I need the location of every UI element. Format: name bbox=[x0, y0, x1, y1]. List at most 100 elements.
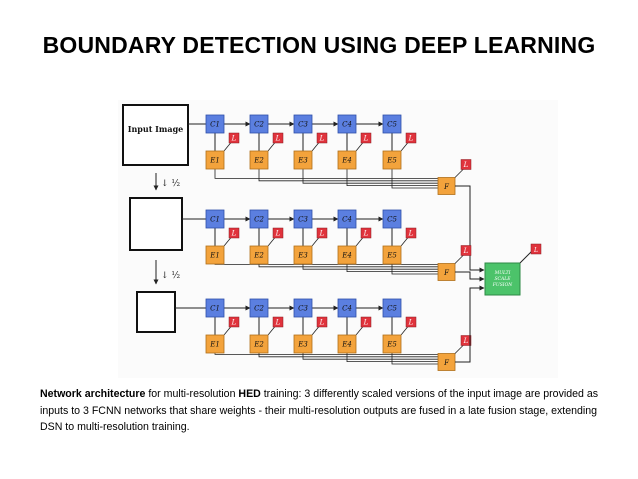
row-1-loss-block-1 bbox=[228, 132, 240, 144]
row-2-fusion-label: F bbox=[443, 269, 450, 277]
row-2-side-output-line-5 bbox=[391, 264, 438, 275]
row-2-edge-label-1: E1 bbox=[209, 252, 220, 260]
row-1-loss-label-1: L bbox=[231, 135, 237, 143]
row-2-loss-label-2: L bbox=[275, 230, 281, 238]
row-2-loss-block-3 bbox=[316, 227, 328, 239]
row-3-loss-block-2 bbox=[272, 316, 284, 328]
quarter-scale-image-box bbox=[136, 291, 176, 333]
row-1-conv-block-3 bbox=[293, 114, 313, 134]
row-3-conv-block-1 bbox=[205, 298, 225, 318]
row-2-conv-label-4: C4 bbox=[342, 216, 352, 224]
caption-bold-1: Network architecture bbox=[40, 388, 146, 400]
multiscale-loss-box bbox=[530, 243, 542, 255]
row-1-loss-label-4: L bbox=[363, 135, 369, 143]
row-3-side-output-line-1 bbox=[214, 353, 438, 355]
row-2-to-multiscale-arrow bbox=[455, 271, 485, 282]
row-2-loss-block-1 bbox=[228, 227, 240, 239]
row-2-loss-label-1: L bbox=[231, 230, 237, 238]
row-1-fusion-loss-link bbox=[454, 168, 465, 178]
row-3-side-output-line-3 bbox=[302, 353, 438, 360]
row-3-edge-block-4 bbox=[337, 334, 357, 354]
row-1-loss-block-5 bbox=[405, 132, 417, 144]
row-3-edge-block-1 bbox=[205, 334, 225, 354]
row-1-conv-block-5 bbox=[382, 114, 402, 134]
row-2-fusion-loss-block bbox=[460, 245, 472, 256]
row-3-fusion-label: F bbox=[443, 359, 450, 367]
row-2-loss-label-4: L bbox=[363, 230, 369, 238]
row-2-loss-label-3: L bbox=[319, 230, 325, 238]
row-3-loss-block-5 bbox=[405, 316, 417, 328]
row-3-loss-label-1: L bbox=[231, 319, 237, 327]
input-image-box bbox=[122, 104, 189, 166]
row-3-loss-block-3 bbox=[316, 316, 328, 328]
row-2-edge-block-3 bbox=[293, 245, 313, 265]
row-3-conv-label-3: C3 bbox=[298, 305, 308, 313]
row-1-conv-label-1: C1 bbox=[210, 121, 220, 129]
row-3-fusion-loss-block bbox=[460, 335, 472, 346]
row-1-conv-block-1 bbox=[205, 114, 225, 134]
row-1-loss-block-3 bbox=[316, 132, 328, 144]
row-1-fusion-loss-block bbox=[460, 159, 472, 170]
row-1-side-output-line-1 bbox=[214, 169, 438, 179]
row-1-edge-label-3: E3 bbox=[297, 157, 308, 165]
row-1-edge-label-1: E1 bbox=[209, 157, 220, 165]
multiscale-label-line-1: MULTI bbox=[494, 270, 511, 276]
row-1-conv-block-4 bbox=[337, 114, 357, 134]
row-2-side-output-line-2 bbox=[258, 264, 438, 268]
row-1-conv-label-5: C5 bbox=[387, 121, 397, 129]
row-1-fusion-label: F bbox=[443, 183, 450, 191]
row-3-edge-label-5: E5 bbox=[386, 341, 397, 349]
row-2-edge-label-5: E5 bbox=[386, 252, 397, 260]
row-3-loss-label-4: L bbox=[363, 319, 369, 327]
row-1-loss-label-3: L bbox=[319, 135, 325, 143]
multiscale-loss-link bbox=[519, 250, 533, 264]
row-1-edge-block-2 bbox=[249, 150, 269, 170]
row-3-side-output-line-5 bbox=[391, 353, 438, 365]
figure-caption: Network architecture for multi-resolutio… bbox=[40, 386, 610, 436]
caption-text-2: training: 3 differently scaled versions … bbox=[40, 388, 599, 433]
row-1-conv-label-4: C4 bbox=[342, 121, 352, 129]
row-3-fusion-loss-label: L bbox=[463, 337, 469, 345]
row-2-edge-label-4: E4 bbox=[341, 252, 352, 260]
row-1-loss-block-4 bbox=[360, 132, 372, 144]
row-1-edge-block-1 bbox=[205, 150, 225, 170]
row-1-edge-block-4 bbox=[337, 150, 357, 170]
row-3-conv-block-2 bbox=[249, 298, 269, 318]
row-2-edge-block-4 bbox=[337, 245, 357, 265]
row-3-loss-label-5: L bbox=[408, 319, 414, 327]
row-2-loss-block-2 bbox=[272, 227, 284, 239]
row-3-loss-label-3: L bbox=[319, 319, 325, 327]
row-1-edge-label-5: E5 bbox=[386, 157, 397, 165]
row-3-loss-block-4 bbox=[360, 316, 372, 328]
row-1-side-output-line-5 bbox=[391, 169, 438, 189]
row-1-edge-block-3 bbox=[293, 150, 313, 170]
half-scale-image-box bbox=[129, 197, 183, 251]
downscale-label-2: ↓ ½ bbox=[161, 270, 180, 281]
row-3-edge-label-3: E3 bbox=[297, 341, 308, 349]
row-3-conv-block-5 bbox=[382, 298, 402, 318]
row-2-fusion-loss-label: L bbox=[463, 247, 469, 255]
row-2-side-output-line-4 bbox=[346, 264, 438, 273]
caption-bold-2: HED bbox=[238, 388, 261, 400]
row-2-conv-label-2: C2 bbox=[254, 216, 264, 224]
row-2-edge-block-2 bbox=[249, 245, 269, 265]
row-2-edge-block-5 bbox=[382, 245, 402, 265]
row-3-loss-block-1 bbox=[228, 316, 240, 328]
row-3-side-output-line-2 bbox=[258, 353, 438, 358]
row-1-side-output-line-2 bbox=[258, 169, 438, 182]
row-2-loss-block-5 bbox=[405, 227, 417, 239]
row-1-side-output-line-4 bbox=[346, 169, 438, 186]
row-3-side-output-line-4 bbox=[346, 353, 438, 363]
caption-text-1: for multi-resolution bbox=[145, 388, 239, 400]
multiscale-fusion-box bbox=[484, 262, 521, 296]
row-1-conv-label-2: C2 bbox=[254, 121, 264, 129]
row-2-conv-block-4 bbox=[337, 209, 357, 229]
row-1-to-multiscale-arrow bbox=[455, 185, 485, 273]
row-3-conv-label-2: C2 bbox=[254, 305, 264, 313]
row-2-loss-label-5: L bbox=[408, 230, 414, 238]
multiscale-label-line-3: FUSION bbox=[492, 282, 513, 288]
row-3-edge-block-2 bbox=[249, 334, 269, 354]
row-3-edge-block-3 bbox=[293, 334, 313, 354]
row-2-edge-label-3: E3 bbox=[297, 252, 308, 260]
row-3-edge-label-1: E1 bbox=[209, 341, 220, 349]
